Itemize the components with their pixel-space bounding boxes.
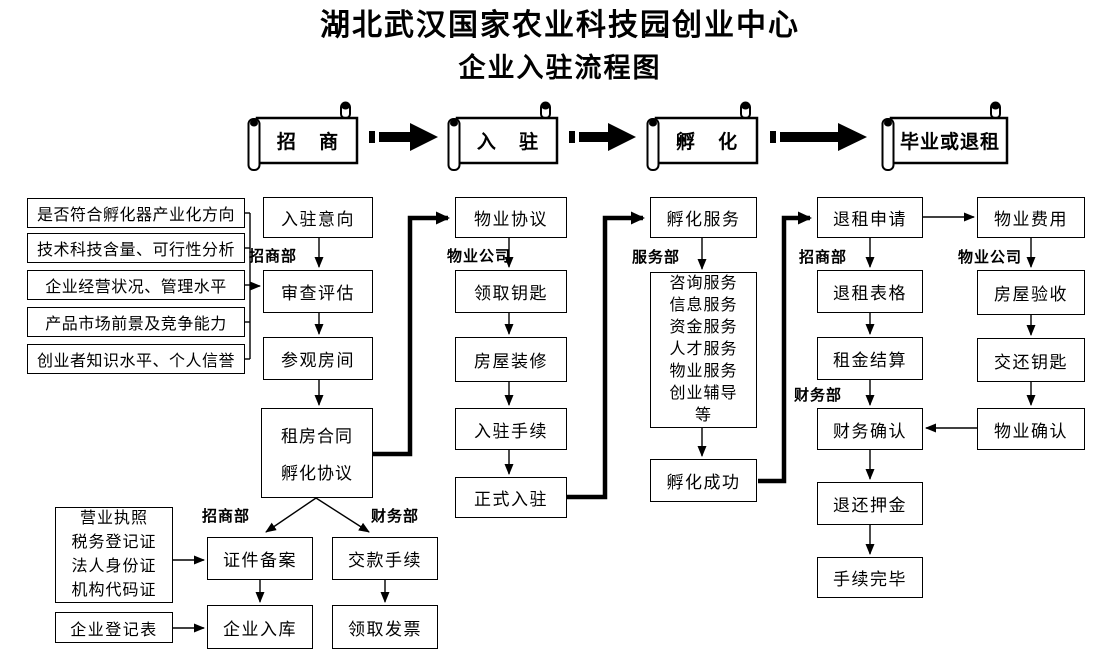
dept-label-wuye-exit: 物业公司: [958, 249, 1023, 266]
document-line-1: 营业执照: [79, 510, 148, 527]
page-title-line2: 企业入驻流程图: [458, 53, 662, 83]
node-return-keys: 交还钥匙: [977, 338, 1085, 382]
connector-wuye-flow: [925, 238, 1036, 433]
dept-label-zhaoshang-top: 招商部: [249, 248, 298, 265]
service-line-7: 等: [694, 407, 712, 424]
node-payment: 交款手续: [332, 537, 438, 580]
node-procedure-complete: 手续完毕: [817, 557, 923, 598]
criteria-box-3: 企业经营状况、管理水平: [27, 270, 245, 300]
node-services-list: 咨询服务 信息服务 资金服务 人才服务 物业服务 创业辅导 等: [650, 272, 757, 428]
page-title-line1: 湖北武汉国家农业科技园创业中心: [320, 9, 800, 42]
node-review: 审查评估: [263, 270, 373, 313]
node-finance-confirm: 财务确认: [817, 408, 923, 450]
connector-criteria-bracket: [245, 212, 261, 360]
service-line-6: 创业辅导: [669, 385, 738, 402]
node-invoice: 领取发票: [332, 605, 438, 649]
banner-label-ruzhu: 入 驻: [476, 132, 540, 153]
node-get-keys: 领取钥匙: [455, 270, 567, 313]
connector-tuizu-flow: [865, 212, 975, 555]
node-property-fee: 物业费用: [977, 197, 1085, 238]
criteria-box-1: 是否符合孵化器产业化方向: [27, 198, 245, 228]
criteria-box-5: 创业者知识水平、个人信誉: [27, 344, 245, 374]
banner-arrow-2: [569, 123, 636, 151]
banner-label-fuhua: 孵 化: [675, 132, 739, 153]
document-line-4: 机构代码证: [71, 582, 157, 599]
node-checkin-procedure: 入驻手续: [455, 408, 567, 450]
dept-label-fuwu: 服务部: [632, 249, 681, 266]
node-company-store: 企业入库: [207, 605, 313, 649]
node-property-confirm: 物业确认: [977, 408, 1085, 450]
connector-zhaoshang-flow: [173, 238, 390, 633]
banner-scroll-biye: [881, 101, 1009, 171]
node-deposit-refund: 退还押金: [817, 482, 923, 525]
node-cert-filing: 证件备案: [207, 537, 313, 580]
banner-label-zhaoshang: 招 商: [276, 132, 340, 153]
connector-stage-elbows: [373, 211, 812, 500]
node-contract: 租房合同 孵化协议: [261, 408, 373, 498]
service-line-3: 资金服务: [669, 319, 738, 336]
node-visit: 参观房间: [263, 337, 373, 380]
service-line-4: 人才服务: [669, 341, 738, 358]
node-documents: 营业执照 税务登记证 法人身份证 机构代码证: [55, 507, 173, 603]
node-rent-settlement: 租金结算: [817, 337, 923, 380]
banner-scroll-ruzhu: [447, 101, 559, 171]
service-line-5: 物业服务: [669, 363, 738, 380]
document-line-3: 法人身份证: [71, 558, 157, 575]
node-intent: 入驻意向: [263, 197, 373, 238]
node-renovation: 房屋装修: [455, 337, 567, 382]
banner-scroll-zhaoshang: [247, 101, 359, 171]
dept-label-caiwu-exit: 财务部: [794, 387, 843, 404]
document-line-2: 税务登记证: [71, 534, 157, 551]
criteria-box-4: 产品市场前景及竞争能力: [27, 307, 245, 337]
node-house-inspection: 房屋验收: [977, 270, 1085, 315]
node-incubation-success: 孵化成功: [650, 459, 757, 502]
node-reg-form: 企业登记表: [55, 612, 173, 643]
service-line-1: 咨询服务: [669, 275, 738, 292]
banner-arrow-1: [369, 123, 438, 151]
dept-label-zhaoshang-exit: 招商部: [799, 249, 848, 266]
node-incubation-service: 孵化服务: [650, 197, 757, 238]
criteria-box-2: 技术科技含量、可行性分析: [27, 233, 245, 263]
banner-arrow-3: [770, 123, 867, 151]
dept-label-caiwu-bottom: 财务部: [371, 508, 420, 525]
node-official-checkin: 正式入驻: [455, 477, 567, 518]
dept-label-wuye-top: 物业公司: [447, 248, 512, 265]
node-property-agreement: 物业协议: [455, 197, 567, 238]
service-line-2: 信息服务: [669, 297, 738, 314]
banner-label-biye: 毕业或退租: [899, 132, 1000, 153]
contract-line-2: 孵化协议: [281, 464, 353, 484]
contract-line-1: 租房合同: [281, 426, 353, 446]
dept-label-zhaoshang-bottom: 招商部: [202, 508, 251, 525]
node-exit-form: 退租表格: [817, 270, 923, 313]
banner-scroll-fuhua: [646, 101, 759, 171]
node-exit-apply: 退租申请: [817, 197, 923, 238]
